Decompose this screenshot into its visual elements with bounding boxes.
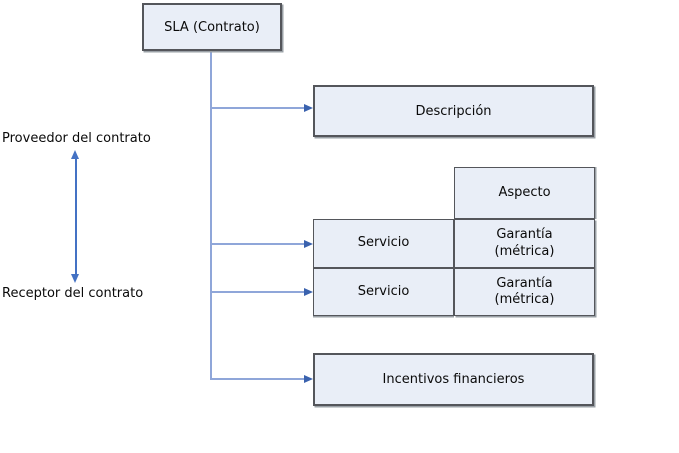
arrowhead-down-icon — [71, 274, 79, 283]
connector-branch-incentivos — [210, 378, 304, 380]
connector-branch-descripcion — [210, 107, 304, 109]
label-receptor: Receptor del contrato — [2, 286, 144, 301]
node-descripcion-label: Descripción — [415, 103, 492, 119]
label-proveedor: Proveedor del contrato — [2, 131, 151, 146]
double-arrow-line — [75, 158, 77, 275]
garantia-2-line1: Garantía — [496, 275, 553, 291]
node-sla-label: SLA (Contrato) — [164, 19, 260, 35]
table-cell-garantia-1: Garantía (métrica) — [454, 219, 595, 268]
arrowhead-right-icon — [304, 288, 313, 296]
garantia-1-line1: Garantía — [496, 227, 553, 243]
node-incentivos-label: Incentivos financieros — [382, 372, 525, 387]
table-cell-aspecto: Aspecto — [454, 167, 595, 219]
table-cell-garantia-2: Garantía (métrica) — [454, 268, 595, 316]
node-incentivos: Incentivos financieros — [313, 353, 594, 406]
service-table: Aspecto Servicio Garantía (métrica) Serv… — [313, 167, 595, 316]
arrowhead-right-icon — [304, 375, 313, 383]
connector-branch-servicio-2 — [210, 291, 304, 293]
garantia-2-line2: (métrica) — [494, 292, 555, 307]
garantia-1-line2: (métrica) — [494, 243, 555, 259]
servicio-2-label: Servicio — [357, 283, 410, 299]
arrowhead-right-icon — [304, 240, 313, 248]
table-cell-servicio-2: Servicio — [313, 268, 454, 316]
arrowhead-right-icon — [304, 104, 313, 112]
node-sla: SLA (Contrato) — [142, 3, 282, 51]
node-descripcion: Descripción — [313, 85, 594, 137]
table-cell-servicio-1: Servicio — [313, 219, 454, 268]
connector-branch-servicio-1 — [210, 243, 304, 245]
table-cell-empty — [313, 167, 454, 219]
arrowhead-up-icon — [71, 150, 79, 159]
servicio-1-label: Servicio — [357, 235, 410, 251]
aspecto-label: Aspecto — [498, 184, 551, 200]
connector-trunk — [210, 51, 212, 379]
